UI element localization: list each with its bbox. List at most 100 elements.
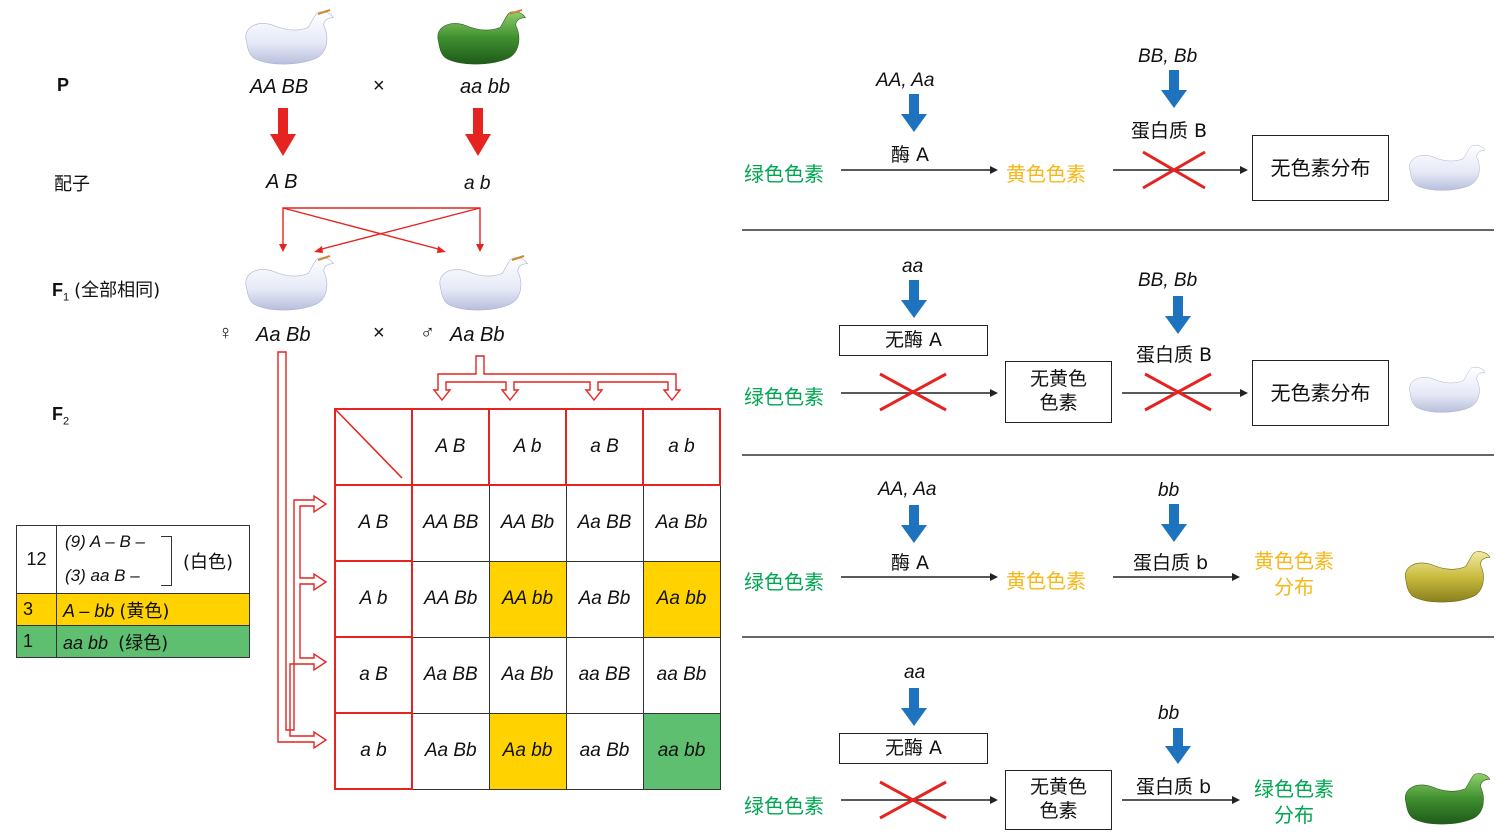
blue-arrows [901,70,1191,764]
row3-yellow-dist-line2: 分布 [1274,575,1314,599]
white-genotypes: (9) A – B – (3) aa B – (白色) [56,525,250,594]
punnett-cell: Aa Bb [411,712,490,790]
f2-sub: 2 [63,415,70,428]
row-header: A b [334,560,413,638]
green-label: (绿色) [118,632,169,654]
row2-no-pigment-box: 无色素分布 [1252,360,1389,426]
punnett-cell: AA Bb [411,560,490,638]
green-row: aa bb (绿色) [56,625,250,658]
row4-green-dist-line2: 分布 [1274,803,1314,827]
row2-no-yellow-line2: 色素 [1039,392,1078,414]
row1-protein: 蛋白质 B [1131,120,1208,142]
block-cross-icons [879,150,1212,820]
punnett-square: A B A b a B a b A B AA BB AA Bb Aa BB Aa… [334,408,721,790]
row4-no-yellow-line1: 无黄色 [1029,776,1087,799]
yellow-count: 3 [16,593,57,626]
row2-no-enzyme-box: 无酶 A [839,325,988,356]
gamete-1: A B [266,171,298,193]
punnett-cell-yellow: Aa bb [488,712,567,790]
punnett-cell-yellow: AA bb [488,560,567,638]
col-header: A b [488,408,567,486]
white-line-1: (9) A – B – [65,532,145,551]
f2-label: F2 [52,404,69,428]
col-header: a B [565,408,644,486]
punnett-cell: Aa BB [411,636,490,714]
gamete-label: 配子 [54,174,90,195]
parent-green-genotype: aa bb [460,76,511,98]
punnett-cell: aa BB [565,636,644,714]
squash-white-result-2-icon [1408,366,1486,413]
row3-a-genotype: AA, Aa [878,479,937,500]
p-generation-label: P [57,75,70,95]
row4-green-pigment: 绿色色素 [744,794,824,818]
row4-green-distribution: 绿色色素 分布 [1254,776,1334,828]
row1-b-genotype: BB, Bb [1138,46,1198,67]
row4-a-genotype: aa [904,662,926,683]
row2-b-genotype: BB, Bb [1138,270,1198,291]
row3-enzyme: 酶 A [891,552,930,574]
cross-symbol: × [373,75,385,97]
squash-white-result-1-icon [1408,144,1486,191]
row1-no-pigment-box: 无色素分布 [1252,135,1389,201]
row1-a-genotype: AA, Aa [876,70,935,91]
row3-green-pigment: 绿色色素 [744,570,824,594]
male-gamete-branch-arrows [432,355,682,402]
row1-enzyme: 酶 A [891,144,930,166]
row2-no-yellow-line1: 无黄色 [1029,368,1087,391]
row1-green-pigment: 绿色色素 [744,162,824,186]
yellow-genotype: A – bb [63,600,115,621]
punnett-cell: Aa Bb [488,636,567,714]
male-genotype: Aa Bb [450,324,505,346]
f1-label: F1 (全部相同) [52,276,160,304]
punnett-cell: AA BB [411,484,490,562]
row3-yellow-dist-line1: 黄色色素 [1254,549,1334,573]
gamete-2: a b [464,173,491,194]
row3-b-genotype: bb [1158,480,1180,501]
row3-yellow-pigment: 黄色色素 [1006,569,1086,593]
punnett-corner [334,408,413,486]
row4-green-dist-line1: 绿色色素 [1254,777,1334,801]
red-down-arrow-right-icon [465,108,491,156]
green-count: 1 [16,625,57,658]
row4-no-yellow-line2: 色素 [1039,800,1078,822]
phenotype-ratio-table: 12 (9) A – B – (3) aa B – (白色) 3 A – bb … [16,525,250,658]
squash-green-parent-icon [437,11,526,65]
squash-white-f1-female-icon [245,257,334,311]
row3-yellow-distribution: 黄色色素 分布 [1254,548,1334,600]
female-genotype: Aa Bb [256,324,311,346]
row2-no-yellow-box: 无黄色 色素 [1005,361,1112,423]
white-line-2: (3) aa B – [65,566,140,585]
row2-green-pigment: 绿色色素 [744,385,824,409]
row4-protein: 蛋白质 b [1136,776,1212,798]
yellow-label: (黄色) [119,600,170,622]
punnett-cell-green: aa bb [642,712,721,790]
cross-symbol-f1: × [373,322,385,344]
squash-yellow-result-icon [1404,551,1491,603]
punnett-cell: aa Bb [642,636,721,714]
yellow-row: A – bb (黄色) [56,593,250,626]
red-down-arrow-left-icon [270,108,296,156]
white-label: (白色) [183,552,234,573]
row2-protein: 蛋白质 B [1136,344,1213,366]
white-bracket [161,536,172,586]
green-genotype: aa bb [63,632,109,653]
male-symbol: ♂ [420,322,435,344]
punnett-cell: Aa Bb [565,560,644,638]
row2-a-genotype: aa [902,256,924,277]
col-header: a b [642,408,721,486]
female-symbol: ♀ [218,322,233,344]
row4-no-enzyme-box: 无酶 A [839,733,988,764]
punnett-cell: AA Bb [488,484,567,562]
f1-sub: 1 [63,291,70,304]
punnett-cell: aa Bb [565,712,644,790]
row-header: A B [334,484,413,562]
row-header: a b [334,712,413,790]
punnett-cell: Aa BB [565,484,644,562]
row-header: a B [334,636,413,714]
punnett-cell-yellow: Aa bb [642,560,721,638]
f1-note: (全部相同) [74,280,161,301]
punnett-cell: Aa Bb [642,484,721,562]
white-count: 12 [16,525,57,594]
squash-green-result-icon [1404,773,1491,825]
